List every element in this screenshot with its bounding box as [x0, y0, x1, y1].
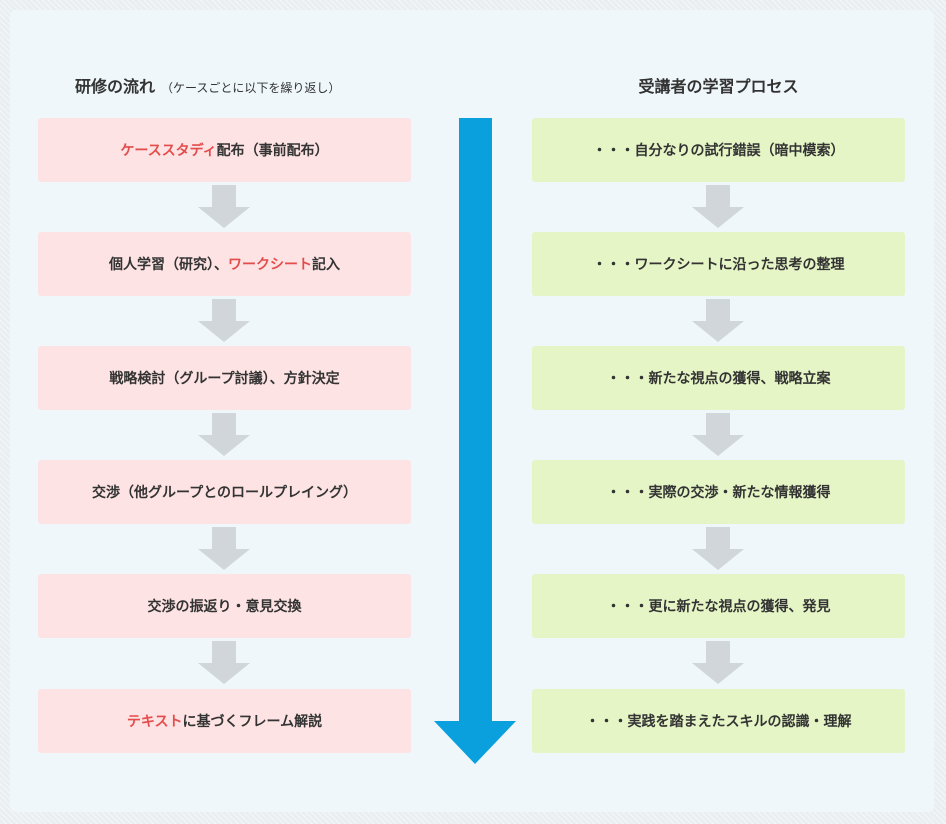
step-text: に基づくフレーム解説 — [182, 714, 323, 730]
down-arrow-icon — [198, 413, 250, 456]
step-highlight: ケーススタディ — [120, 143, 217, 159]
training-step-5: 交渉の振返り・意見交換 — [38, 574, 411, 638]
down-arrow-icon — [692, 641, 744, 684]
down-arrow-icon — [198, 641, 250, 684]
step-text: 交渉（他グループとのロールプレイング） — [91, 485, 358, 501]
down-arrow-icon — [692, 527, 744, 570]
training-step-4: 交渉（他グループとのロールプレイング） — [38, 460, 411, 524]
step-text: 戦略検討（グループ討議）、方針決定 — [109, 371, 340, 387]
step-text: 記入 — [312, 257, 340, 273]
process-step-1: ・・・自分なりの試行錯誤（暗中模索） — [532, 118, 905, 182]
training-step-6: テキストに基づくフレーム解説 — [38, 689, 411, 753]
process-step-2: ・・・ワークシートに沿った思考の整理 — [532, 232, 905, 296]
training-step-3: 戦略検討（グループ討議）、方針決定 — [38, 346, 411, 410]
main-flow-arrow-icon — [434, 118, 516, 764]
step-text: 交渉の振返り・意見交換 — [147, 599, 302, 615]
process-step-6: ・・・実践を踏まえたスキルの認識・理解 — [532, 689, 905, 753]
training-step-2: 個人学習（研究）、ワークシート記入 — [38, 232, 411, 296]
training-step-1: ケーススタディ配布（事前配布） — [38, 118, 411, 182]
learning-process-heading: 受講者の学習プロセス — [638, 77, 799, 96]
step-text: 配布（事前配布） — [216, 143, 329, 159]
down-arrow-icon — [692, 413, 744, 456]
step-highlight: ワークシート — [228, 257, 312, 273]
process-step-4: ・・・実際の交渉・新たな情報獲得 — [532, 460, 905, 524]
down-arrow-icon — [198, 299, 250, 342]
training-flow-heading: 研修の流れ （ケースごとに以下を繰り返し） — [75, 73, 340, 97]
down-arrow-icon — [198, 185, 250, 228]
training-flow-note: （ケースごとに以下を繰り返し） — [161, 81, 341, 95]
step-text: 個人学習（研究）、 — [109, 257, 228, 273]
step-highlight: テキスト — [126, 714, 183, 730]
down-arrow-icon — [692, 185, 744, 228]
training-flow-title: 研修の流れ — [75, 77, 156, 96]
down-arrow-icon — [198, 527, 250, 570]
down-arrow-icon — [692, 299, 744, 342]
process-step-5: ・・・更に新たな視点の獲得、発見 — [532, 574, 905, 638]
process-step-3: ・・・新たな視点の獲得、戦略立案 — [532, 346, 905, 410]
